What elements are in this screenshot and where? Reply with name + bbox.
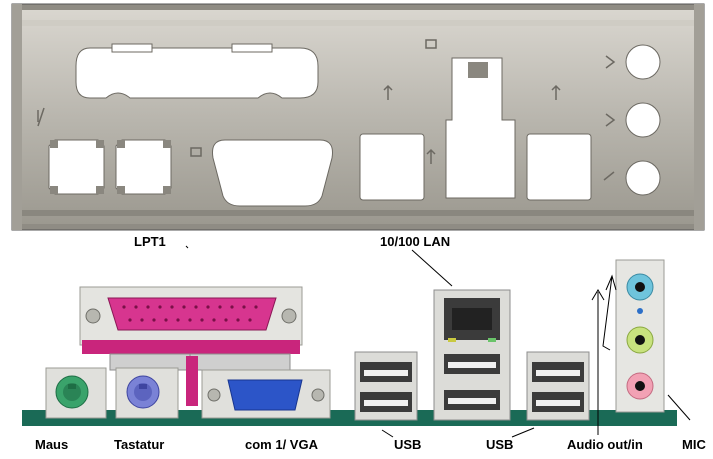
label-usb-right: USB (486, 437, 514, 452)
parallel-port-icon (79, 286, 303, 354)
label-tastatur: Tastatur (114, 437, 165, 452)
usb-port-icon-left (354, 351, 418, 421)
label-audio: Audio out/in (567, 437, 643, 452)
rear-io-shield-icon (11, 3, 705, 231)
rj45-lan-port-icon (433, 289, 511, 421)
vga-port-icon (201, 369, 331, 419)
ps2-keyboard-port-icon (115, 367, 179, 419)
label-usb-left: USB (394, 437, 422, 452)
ps2-mouse-port-icon (45, 367, 107, 419)
audio-jack-icon (615, 259, 665, 413)
label-lan: 10/100 LAN (380, 234, 451, 249)
usb-port-icon-right (526, 351, 590, 421)
label-maus: Maus (35, 437, 69, 452)
label-lpt1: LPT1 (134, 234, 166, 249)
label-mic: MIC (682, 437, 706, 452)
label-com-vga: com 1/ VGA (245, 437, 318, 452)
